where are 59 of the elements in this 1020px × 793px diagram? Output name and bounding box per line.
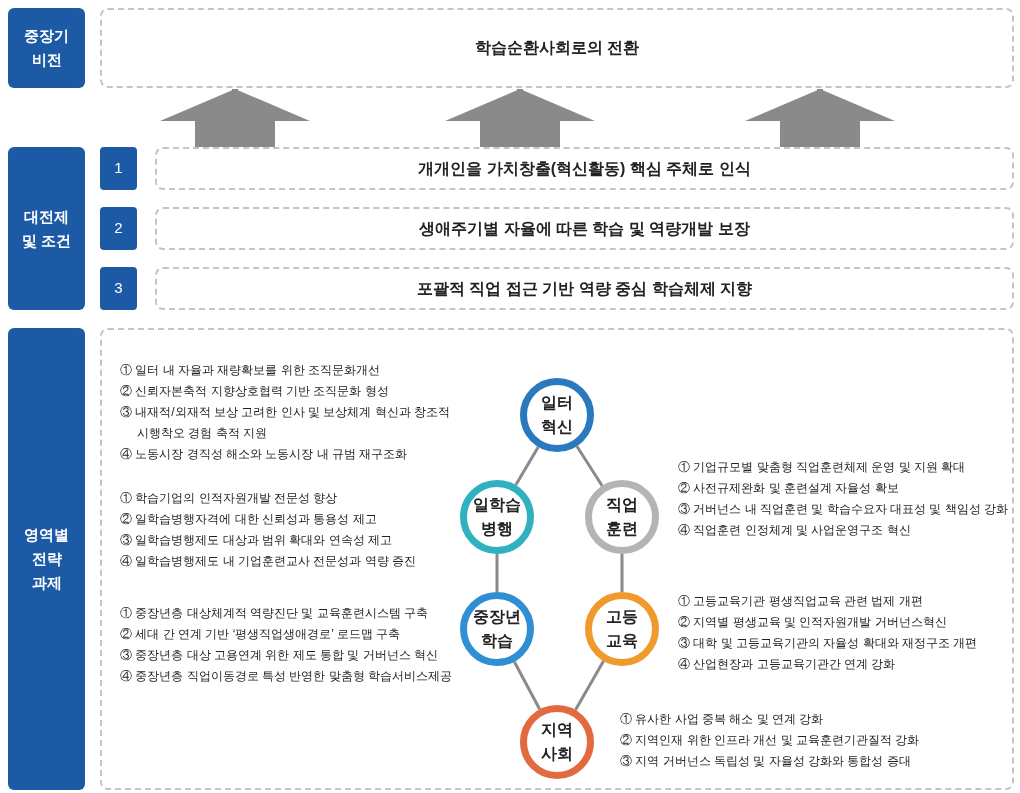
section-label: 중장기 비전 — [23, 26, 70, 70]
circle-label: 직업 훈련 — [605, 495, 639, 539]
statement-box — [155, 207, 1014, 250]
task-item: ③ 일학습병행제도 대상과 범위 확대와 연속성 제고 — [120, 532, 393, 549]
number-label: 2 — [114, 218, 123, 239]
up-arrow — [445, 89, 595, 147]
connector-line — [514, 446, 540, 486]
task-item: ③ 거버넌스 내 직업훈련 및 학습수요자 대표성 및 책임성 강화 — [678, 501, 1009, 518]
statement-text: 학습순환사회로의 전환 — [474, 38, 640, 58]
section-label: 영역별 전략 과제 — [23, 525, 70, 593]
up-arrow — [745, 89, 895, 147]
task-item: ② 사전규제완화 및 훈련설계 자율성 확보 — [678, 480, 900, 497]
section-tab — [8, 147, 85, 310]
task-item: ④ 산업현장과 고등교육기관간 연계 강화 — [678, 656, 897, 673]
section-tab — [8, 328, 85, 790]
strategy-panel — [100, 328, 1014, 790]
number-badge — [100, 207, 137, 250]
task-item: ④ 일학습병행제도 내 기업훈련교사 전문성과 역량 증진 — [120, 553, 417, 570]
statement-box — [100, 8, 1014, 88]
task-item: ① 중장년층 대상체계적 역량진단 및 교육훈련시스템 구축 — [120, 605, 429, 622]
task-item: ① 고등교육기관 평생직업교육 관련 법제 개편 — [678, 593, 924, 610]
task-item: ② 지역별 평생교육 및 인적자원개발 거버넌스혁신 — [678, 614, 948, 631]
task-item: ③ 내재적/외재적 보상 고려한 인사 및 보상체계 혁신과 창조적 시행착오 경험 축적 지원 — [120, 404, 451, 442]
task-item: ③ 지역 거버넌스 독립성 및 자율성 강화와 통합성 증대 — [620, 753, 912, 770]
task-item: ④ 중장년층 직업이동경로 특성 반영한 맞춤형 학습서비스제공 — [120, 668, 453, 685]
connector-line — [575, 445, 604, 487]
section-label: 대전제 및 조건 — [20, 206, 73, 251]
task-item: ③ 중장년층 대상 고용연계 위한 제도 통합 및 거버넌스 혁신 — [120, 647, 439, 664]
task-item: ① 학습기업의 인적자원개발 전문성 향상 — [120, 490, 339, 507]
connector-line — [495, 554, 499, 592]
task-item: ① 유사한 사업 중복 해소 및 연계 강화 — [620, 711, 825, 728]
number-badge — [100, 267, 137, 310]
number-badge — [100, 147, 137, 190]
task-item: ④ 노동시장 경직성 해소와 노동시장 내 규범 재구조화 — [120, 446, 409, 463]
connector-line — [574, 660, 605, 711]
task-item: ② 일학습병행자격에 대한 신뢰성과 통용성 제고 — [120, 511, 378, 528]
connector-line — [513, 660, 541, 711]
statement-text: 개개인을 가치창출(혁신활동) 핵심 주체로 인식 — [418, 158, 751, 179]
circle-label: 일터 혁신 — [540, 393, 574, 437]
task-item: ① 일터 내 자율과 재량확보를 위한 조직문화개선 — [120, 362, 381, 379]
task-item: ④ 직업훈련 인정체계 및 사업운영구조 혁신 — [678, 522, 912, 539]
circle-label: 일학습 병행 — [472, 495, 522, 539]
connector-line — [620, 554, 624, 592]
statement-box — [155, 147, 1014, 190]
number-label: 3 — [114, 278, 123, 299]
task-item: ③ 대학 및 고등교육기관의 자율성 확대와 재정구조 개편 — [678, 635, 979, 652]
task-item: ② 세대 간 연계 기반 ‘평생직업생애경로’ 로드맵 구축 — [120, 626, 402, 643]
circle-label: 고등 교육 — [605, 607, 639, 651]
task-item: ② 지역인재 위한 인프라 개선 및 교육훈련기관질적 강화 — [620, 732, 921, 749]
task-item: ① 기업규모별 맞춤형 직업훈련체제 운영 및 지원 확대 — [678, 459, 967, 476]
circle-label: 지역 사회 — [540, 720, 574, 764]
statement-text: 포괄적 직업 접근 기반 역량 중심 학습체제 지향 — [416, 278, 753, 299]
statement-text: 생애주기별 자율에 따른 학습 및 역량개발 보장 — [419, 218, 750, 239]
task-item: ② 신뢰자본축적 지향상호협력 기반 조직문화 형성 — [120, 383, 390, 400]
up-arrow — [160, 89, 310, 147]
circle-label: 중장년 학습 — [472, 607, 522, 651]
statement-box — [155, 267, 1014, 310]
section-tab — [8, 8, 85, 88]
number-label: 1 — [114, 158, 123, 179]
